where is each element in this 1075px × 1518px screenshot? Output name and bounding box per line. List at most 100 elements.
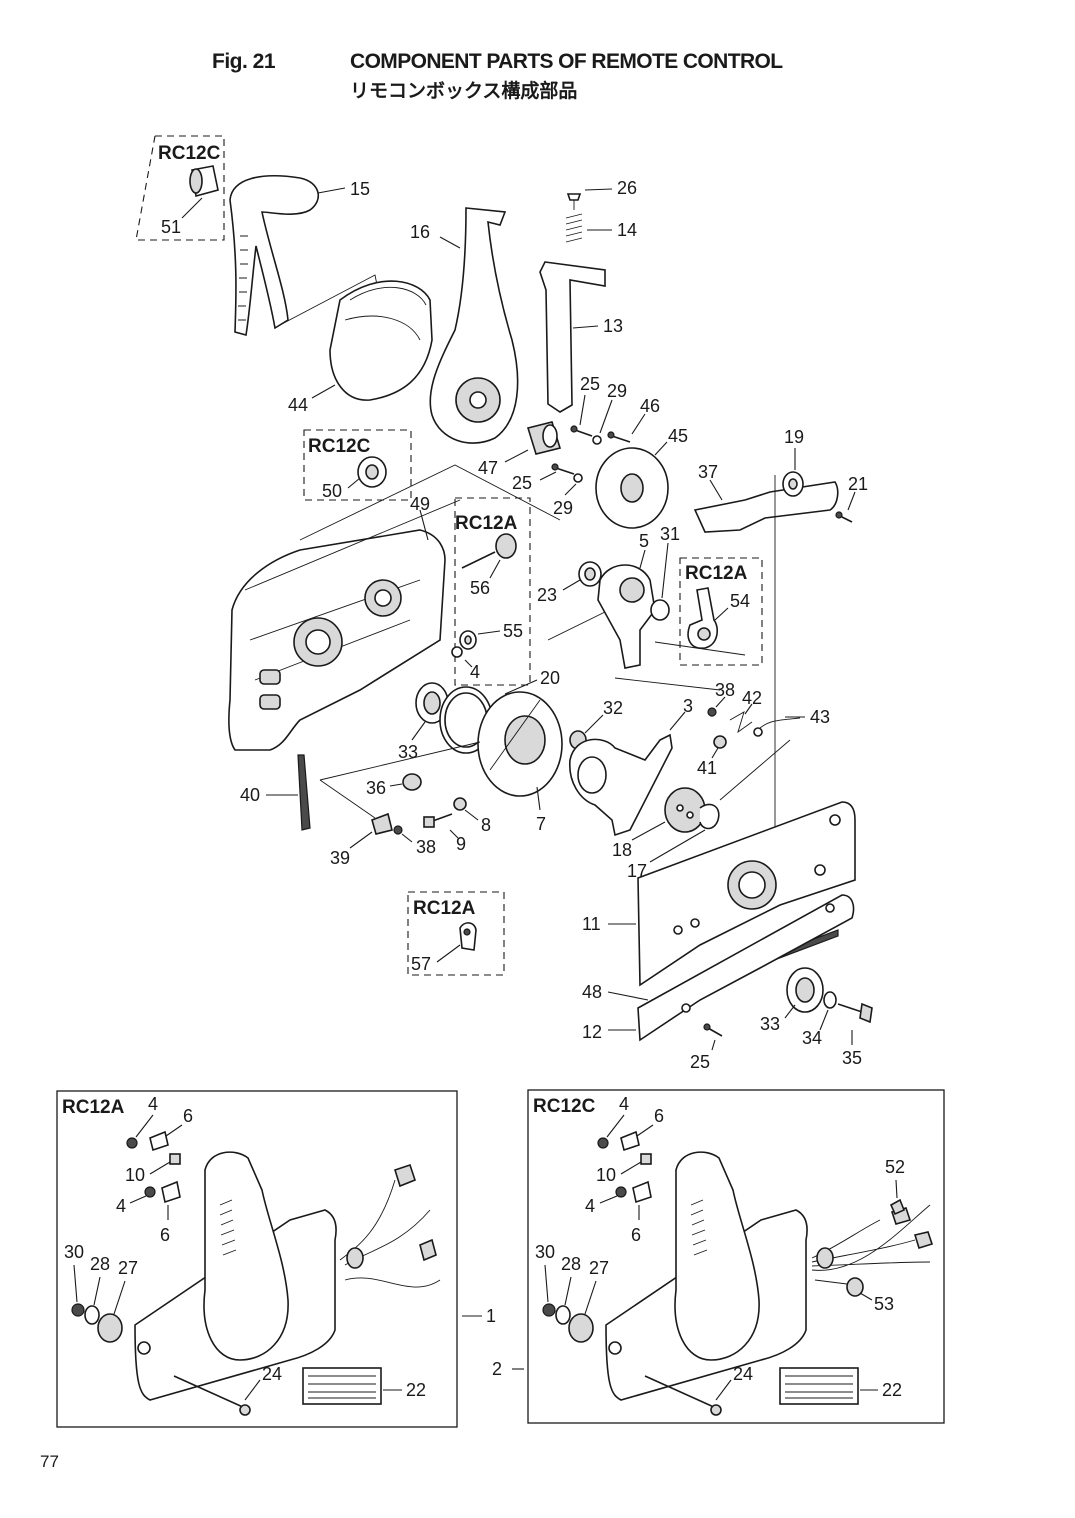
- callout-6-c1: 6: [654, 1106, 664, 1126]
- part-6-bracket-a2: [161, 1180, 181, 1204]
- part-29-washer-upper: [592, 435, 602, 445]
- callout-56: 56: [470, 578, 490, 598]
- callout-6-a2: 6: [160, 1225, 170, 1245]
- part-6-bracket-a1: [149, 1130, 169, 1152]
- callout-27-c: 27: [589, 1258, 609, 1278]
- variant-label-rc12a-assembly: RC12A: [62, 1097, 125, 1118]
- callout-22-c: 22: [882, 1380, 902, 1400]
- callout-10-c: 10: [596, 1165, 616, 1185]
- part-22-label-a: [302, 1367, 382, 1405]
- callout-5: 5: [639, 531, 649, 551]
- remote-control-assembly-c: [605, 1151, 934, 1401]
- callout-4-c2: 4: [585, 1196, 595, 1216]
- callout-18: 18: [612, 840, 632, 860]
- callout-23: 23: [537, 585, 557, 605]
- part-39-bracket: [371, 812, 393, 835]
- part-43-detent-spring: [753, 717, 801, 737]
- callout-36: 36: [366, 778, 386, 798]
- part-21-screw: [835, 511, 853, 523]
- part-6-bracket-c1: [620, 1130, 640, 1152]
- part-6-bracket-c2: [632, 1180, 652, 1204]
- callout-28-c: 28: [561, 1254, 581, 1274]
- callout-13: 13: [603, 316, 623, 336]
- part-30-nut-a: [71, 1303, 85, 1317]
- part-34-washer: [823, 991, 837, 1009]
- callout-20: 20: [540, 668, 560, 688]
- diagram-title: COMPONENT PARTS OF REMOTE CONTROL: [350, 50, 783, 73]
- part-56-stopper-pin: [461, 533, 517, 569]
- part-7-gear-housing: [477, 691, 563, 797]
- detent-guide-line: [719, 739, 791, 801]
- part-12-lower-cover: [637, 894, 855, 1042]
- part-52-terminal-cap: [889, 1198, 906, 1216]
- callout-29-upper: 29: [607, 381, 627, 401]
- callout-15: 15: [350, 179, 370, 199]
- part-26-screw: [566, 193, 582, 210]
- part-37-throttle-lever: [693, 481, 839, 533]
- callout-8: 8: [481, 815, 491, 835]
- callout-45: 45: [668, 426, 688, 446]
- part-14-spring: [565, 213, 583, 243]
- callout-4-c1: 4: [619, 1094, 629, 1114]
- part-4-nut-a1: [126, 1137, 138, 1149]
- part-4-nut-c1: [597, 1137, 609, 1149]
- part-25-screw-lower: [703, 1023, 723, 1037]
- part-36-plug: [402, 773, 422, 791]
- rc12a-box-cam: [679, 557, 763, 666]
- part-33-ring-right: [786, 967, 824, 1013]
- callout-35: 35: [842, 1048, 862, 1068]
- callout-25-lower: 25: [690, 1052, 710, 1072]
- callout-44: 44: [288, 395, 308, 415]
- lower-guide-lines: [319, 741, 481, 819]
- part-46-screw: [607, 431, 631, 443]
- callout-3: 3: [683, 696, 693, 716]
- callout-24-a: 24: [262, 1364, 282, 1384]
- callout-4-upper: 4: [470, 662, 480, 682]
- callout-9: 9: [456, 834, 466, 854]
- callout-31: 31: [660, 524, 680, 544]
- part-4-nut-upper: [451, 646, 463, 658]
- callout-6-c2: 6: [631, 1225, 641, 1245]
- callout-25-upper: 25: [580, 374, 600, 394]
- callout-32: 32: [603, 698, 623, 718]
- callout-47: 47: [478, 458, 498, 478]
- part-53-grommet: [846, 1277, 864, 1297]
- part-38-screw-lower: [393, 825, 403, 835]
- callout-10-a: 10: [125, 1165, 145, 1185]
- callout-7: 7: [536, 814, 546, 834]
- part-47-bushing: [526, 421, 562, 455]
- rc12a-box-stopper: [454, 497, 531, 686]
- callout-21: 21: [848, 474, 868, 494]
- part-25-screw-middle: [551, 463, 575, 475]
- part-4-nut-a2: [144, 1186, 156, 1198]
- part-50-bushing: [357, 456, 387, 488]
- variant-label-rc12c: RC12C: [158, 143, 221, 164]
- part-51-handle-cap: [189, 165, 219, 198]
- page-number: 77: [40, 1452, 59, 1471]
- callout-33-left: 33: [398, 742, 418, 762]
- part-10-nut-c: [640, 1153, 652, 1165]
- callout-50: 50: [322, 481, 342, 501]
- part-23-collar: [578, 561, 602, 587]
- callout-54: 54: [730, 591, 750, 611]
- part-9-bolt: [423, 813, 453, 828]
- callout-14: 14: [617, 220, 637, 240]
- callout-42: 42: [742, 688, 762, 708]
- callout-2: 2: [492, 1359, 502, 1379]
- part-29-washer-lower: [573, 473, 583, 483]
- remote-control-assembly-a: [134, 1151, 441, 1401]
- callout-48: 48: [582, 982, 602, 1002]
- callout-51: 51: [161, 217, 181, 237]
- part-44-lever-cover: [329, 280, 433, 401]
- callout-34: 34: [802, 1028, 822, 1048]
- part-41-pin: [713, 735, 727, 749]
- housing-guide-lines: [244, 464, 561, 591]
- part-3-shift-arm: [569, 733, 673, 837]
- callout-30-a: 30: [64, 1242, 84, 1262]
- figure-number: Fig. 21: [212, 50, 276, 73]
- callout-12: 12: [582, 1022, 602, 1042]
- callout-19: 19: [784, 427, 804, 447]
- part-55-washer: [459, 630, 477, 650]
- part-28-washer-a: [84, 1305, 100, 1325]
